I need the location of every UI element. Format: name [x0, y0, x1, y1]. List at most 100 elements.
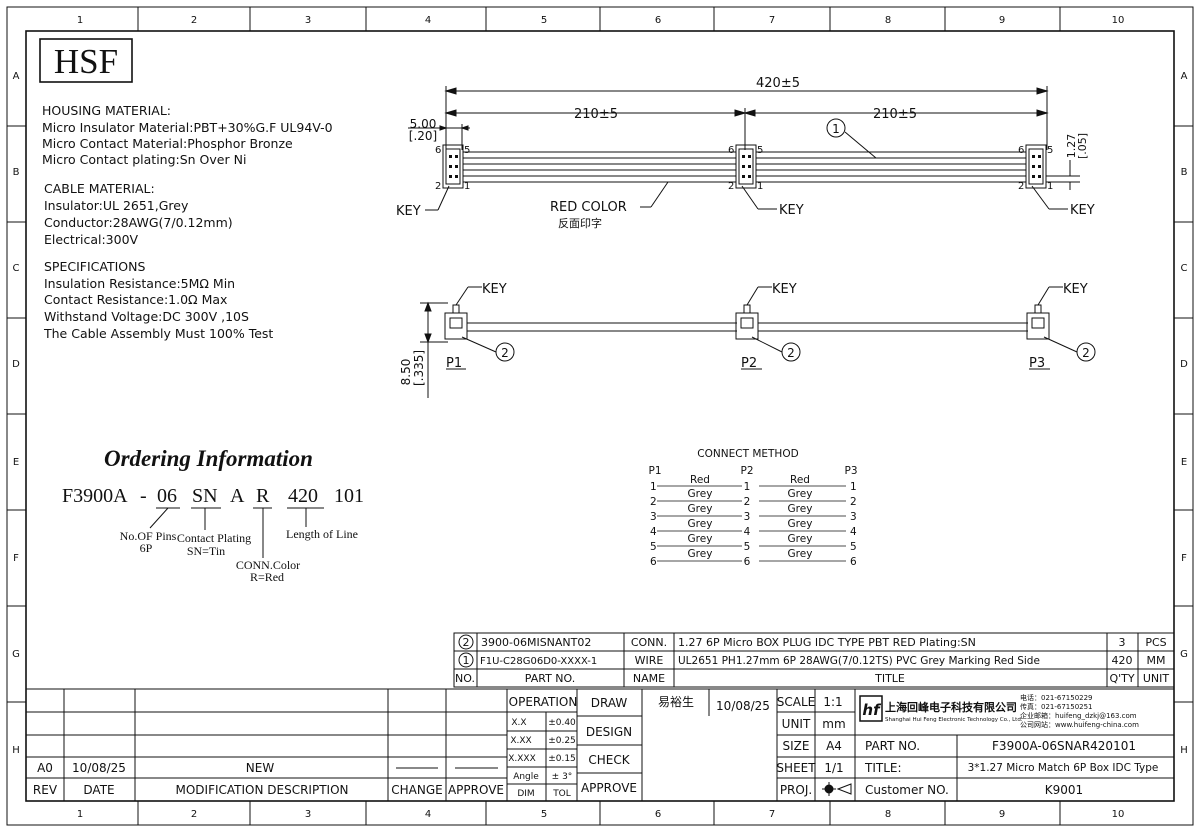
bom-name: WIRE: [635, 654, 664, 667]
order-code-color: R: [256, 485, 270, 507]
position-label-p1: P1: [446, 356, 462, 371]
bom-unit: MM: [1147, 654, 1166, 667]
order-code-part: F3900A: [62, 485, 128, 507]
housing-title: HOUSING MATERIAL:: [42, 103, 171, 118]
hsf-logo: HSF: [39, 38, 133, 83]
bom-part-no: F1U-C28G06D0-XXXX-1: [480, 656, 597, 667]
tolerance-dim: X.XXX: [508, 754, 536, 764]
connect-wire-color: Grey: [688, 518, 713, 530]
col-label: 10: [1112, 15, 1125, 26]
bom-title: 1.27 6P Micro BOX PLUG IDC TYPE PBT RED …: [678, 636, 976, 649]
pin-label: 2: [1018, 181, 1024, 192]
balloon-2-label: 2: [787, 346, 795, 360]
unit-value: mm: [822, 717, 845, 731]
company-name-en: Shanghai Hui Feng Electronic Technology …: [885, 717, 1023, 723]
connect-pin: 4: [650, 526, 657, 538]
connect-pin: 1: [850, 481, 857, 493]
side-view: [420, 286, 1096, 398]
col-label: 5: [541, 809, 547, 820]
bom-title: UL2651 PH1.27mm 6P 28AWG(7/0.12TS) PVC G…: [678, 655, 1040, 667]
spec-title: SPECIFICATIONS: [44, 259, 145, 274]
connect-wire-color: Red: [690, 474, 710, 486]
pin-label: 6: [728, 145, 734, 156]
balloon-1-label: 1: [832, 122, 840, 136]
label-draw: DRAW: [591, 696, 628, 710]
revision-code: A0: [37, 761, 53, 775]
connect-wire-color: Grey: [688, 533, 713, 545]
connect-pin: 3: [744, 511, 751, 523]
order-code-part: -: [140, 485, 147, 507]
top-view-labels: 420±5 210±5 210±5 5.00 [.20] 1 1.27 [.05…: [396, 76, 1095, 230]
key-label: KEY: [779, 203, 804, 218]
connect-pin: 2: [850, 496, 857, 508]
connect-pin: 4: [744, 526, 751, 538]
label-scale: SCALE: [777, 695, 815, 709]
pin-label: 6: [435, 145, 441, 156]
order-label-color-value: R=Red: [250, 570, 284, 584]
col-label: 8: [885, 15, 891, 26]
pin-label: 5: [464, 145, 470, 156]
size-value: A4: [826, 739, 842, 753]
bom-header-unit: UNIT: [1143, 672, 1170, 685]
row-label: B: [1181, 167, 1188, 178]
overall-length-dim: 420±5: [756, 76, 800, 91]
pitch-dim-in: [.20]: [409, 129, 437, 143]
order-label-plating-value: SN=Tin: [187, 544, 225, 558]
order-label-pins-value: 6P: [140, 541, 153, 555]
col-label: 1: [77, 15, 83, 26]
label-customer-no: Customer NO.: [865, 783, 949, 797]
zone-ticks: [7, 7, 1193, 825]
balloon-2-label: 2: [1082, 346, 1090, 360]
company-logo-text: hf: [862, 701, 882, 719]
revision-block: A0 10/08/25 NEW REV DATE MODIFICATION DE…: [25, 688, 508, 802]
company-tel: 电话：021-67150229: [1020, 693, 1093, 702]
label-sheet: SHEET: [776, 761, 816, 775]
connect-wire-color: Grey: [788, 548, 813, 560]
wire-pitch-dim-mm: 1.27: [1065, 134, 1078, 159]
header-modification: MODIFICATION DESCRIPTION: [175, 783, 348, 797]
row-label: A: [1181, 71, 1188, 82]
side-view-labels: KEY KEY KEY 8.50 [.335] P1 P2 P3 2 2 2: [399, 282, 1090, 386]
tolerance-block: OPERATION X.X ±0.40 X.XX ±0.25 X.XXX ±0.…: [506, 688, 578, 802]
key-label: KEY: [482, 282, 507, 297]
tolerance-dim: X.X: [511, 718, 526, 728]
connect-pin: 2: [650, 496, 657, 508]
row-label: B: [13, 167, 20, 178]
col-label: 8: [885, 809, 891, 820]
row-label: H: [12, 745, 20, 756]
note-line: Insulator:UL 2651,Grey: [44, 198, 189, 213]
note-line: Conductor:28AWG(7/0.12mm): [44, 215, 233, 230]
connect-pin: 4: [850, 526, 857, 538]
bom-qty: 3: [1119, 636, 1126, 649]
note-line: Micro Contact Material:Phosphor Bronze: [42, 136, 293, 151]
key-label: KEY: [772, 282, 797, 297]
projection-symbol: [822, 782, 852, 796]
label-proj: PROJ.: [780, 783, 812, 797]
drawing-title: 3*1.27 Micro Match 6P Box IDC Type: [968, 762, 1159, 774]
connect-pin: 5: [650, 541, 657, 553]
header-date: DATE: [83, 783, 114, 797]
tolerance-header-tol: TOL: [552, 789, 571, 799]
bom-table: 2 3900-06MISNANT02 CONN. 1.27 6P Micro B…: [453, 632, 1175, 688]
pitch-dim-mm: 5.00: [410, 117, 437, 131]
height-dim-mm: 8.50: [399, 359, 413, 386]
label-check: CHECK: [588, 753, 630, 767]
connect-pin: 6: [744, 556, 751, 568]
part-number: F3900A-06SNAR420101: [992, 739, 1136, 753]
label-title: TITLE:: [864, 761, 902, 775]
connect-pin: 3: [650, 511, 657, 523]
pin-label: 1: [464, 181, 470, 192]
approval-block: DRAW 易裕生 10/08/25 DESIGN CHECK APPROVE: [576, 688, 778, 802]
red-color-note-cn: 反面印字: [558, 216, 602, 230]
company-email: 企业邮箱：huifeng_dzkj@163.com: [1020, 711, 1137, 720]
wire-pitch-dim-in: [.05]: [1076, 133, 1089, 159]
label-part-no: PART NO.: [865, 739, 920, 753]
bom-qty: 420: [1112, 654, 1133, 667]
label-approve: APPROVE: [581, 781, 637, 795]
col-label: 7: [769, 809, 775, 820]
note-line: The Cable Assembly Must 100% Test: [43, 326, 273, 341]
scale-value: 1:1: [823, 695, 842, 709]
connect-header-p2: P2: [740, 465, 753, 477]
company-website: 公司网站：www.huifeng-china.com: [1020, 720, 1139, 729]
